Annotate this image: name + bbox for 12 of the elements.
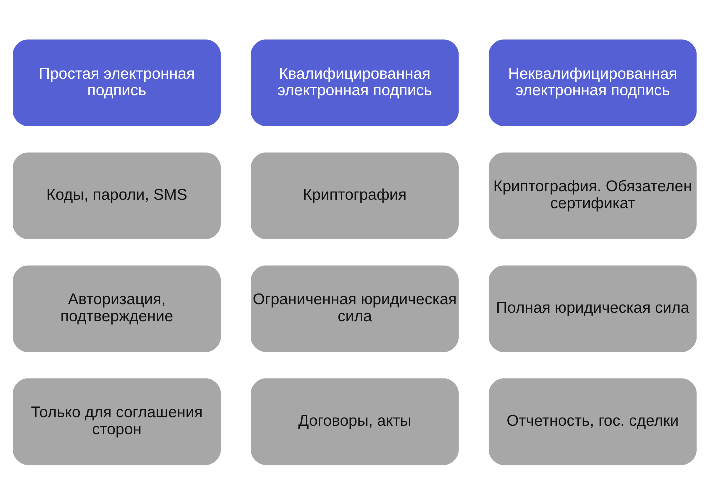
node-box: Криптография [251, 152, 459, 239]
node-box: Отчетность, гос. сделки [488, 378, 697, 465]
node-box: Полная юридическая сила [488, 265, 697, 352]
node-box: Договоры, акты [251, 378, 459, 465]
node-box: Квалифицированная электронная подпись [251, 39, 459, 126]
node-box: Коды, пароли, SMS [13, 152, 222, 239]
node-box: Простая электронная подпись [13, 39, 222, 126]
node-box: Авторизация, подтверждение [13, 265, 222, 352]
node-box: Неквалифицированная электронная подпись [488, 39, 697, 126]
node-box: Криптография. Обязателен сертификат [488, 152, 697, 239]
node-box: Ограниченная юридическая сила [251, 265, 459, 352]
node-box: Только для соглашения сторон [13, 378, 222, 465]
